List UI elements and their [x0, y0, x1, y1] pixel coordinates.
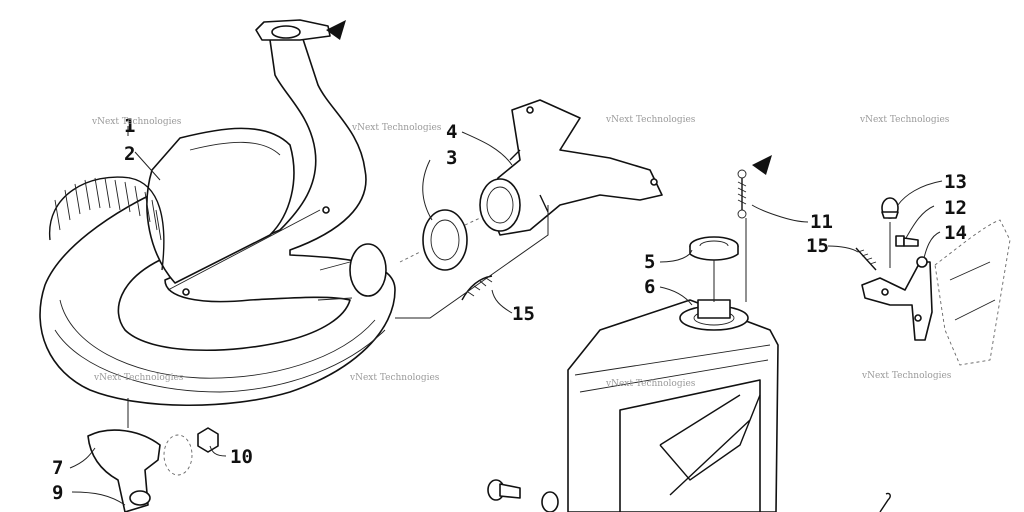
callout-7: 7: [52, 457, 63, 479]
tank-spring: [737, 169, 747, 219]
direction-arrow-top: [326, 20, 346, 40]
oil-tank: [567, 299, 779, 512]
callout-1: 1: [124, 115, 135, 137]
callout-15-center: 15: [512, 303, 535, 325]
callout-5: 5: [644, 251, 655, 273]
watermark-6: vNext Technologies: [349, 373, 440, 383]
watermark-1: vNext Technologies: [91, 117, 182, 127]
watermarks: vNext Technologies vNext Technologies vN…: [91, 115, 952, 389]
exhaust-pipe: [39, 19, 396, 407]
exhaust-bracket: [87, 429, 161, 512]
mounting-bolt: [487, 479, 559, 512]
callout-13: 13: [944, 171, 967, 193]
callout-4: 4: [446, 121, 457, 143]
exhaust-manifold: [479, 99, 663, 236]
callout-14: 14: [944, 222, 967, 244]
watermark-5: vNext Technologies: [93, 373, 184, 383]
callout-2: 2: [124, 143, 135, 165]
clip-fragment: [879, 492, 891, 512]
alignment-line-manifold: [464, 217, 481, 226]
callout-6: 6: [644, 276, 655, 298]
watermark-8: vNext Technologies: [861, 371, 952, 381]
leader-lines: [69, 126, 943, 506]
callout-10: 10: [230, 446, 253, 468]
exhaust-gasket: [422, 209, 468, 271]
spring-link-line: [395, 205, 549, 319]
exhaust-spring: [49, 176, 165, 271]
callout-11: 11: [810, 211, 833, 233]
callout-12: 12: [944, 197, 967, 219]
watermark-3: vNext Technologies: [605, 115, 696, 125]
nut-10: [197, 427, 219, 453]
callout-9: 9: [52, 482, 63, 504]
callout-15-right: 15: [806, 235, 829, 257]
right-bracket-assembly: [855, 197, 1011, 366]
grommet-outline: [163, 434, 193, 476]
center-spring: [461, 275, 493, 301]
oil-tank-cap: [689, 236, 739, 261]
alignment-line-gasket: [399, 251, 421, 263]
watermark-4: vNext Technologies: [859, 115, 950, 125]
watermark-2: vNext Technologies: [351, 123, 442, 133]
callout-labels: 1 2 3 4 5 6 7 9 10 11 12 13 14 15 15: [52, 115, 967, 504]
direction-arrow-tank: [752, 155, 772, 175]
watermark-7: vNext Technologies: [605, 379, 696, 389]
callout-3: 3: [446, 147, 457, 169]
